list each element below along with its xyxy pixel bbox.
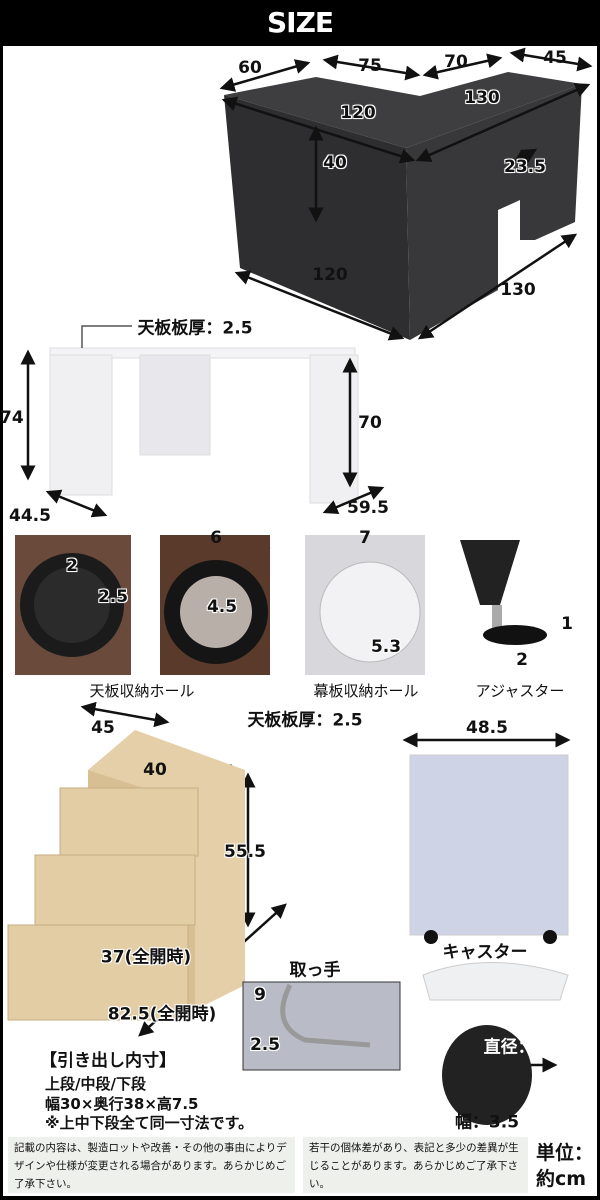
dim-front-right: 130 — [464, 88, 500, 108]
dim-top-left-width: 75 — [358, 56, 382, 76]
caster-width: 幅：3.5 — [454, 1112, 520, 1133]
adjuster-dim-a: 1 — [561, 614, 573, 634]
caption-adjuster: アジャスター — [475, 682, 565, 700]
handle-title: 取っ手 — [289, 960, 341, 981]
side-top-thickness: 天板板厚：2.5 — [137, 318, 253, 339]
side-depth-left: 44.5 — [9, 506, 51, 526]
notice-design-change: 記載の内容は、製造ロットや改善・その他の事由によりデザインや仕様が変更される場合… — [8, 1137, 295, 1193]
side-unit-image — [409, 754, 569, 1125]
dim-front-left: 120 — [340, 103, 376, 123]
caption-panel-hole: 幕板収納ホール — [313, 682, 419, 700]
dimension-arrows — [219, 47, 593, 341]
drawer-inner-note: ※上中下段全て同一寸法です。 — [45, 1114, 254, 1132]
drawer-height: 55.5 — [224, 842, 266, 862]
drawer-depth: 45 — [91, 718, 115, 738]
drawer-unit-image — [7, 730, 245, 1021]
dim-top-right-width: 70 — [444, 52, 468, 72]
caster-diameter: 直径：4 — [483, 1037, 547, 1058]
side-height: 74 — [0, 408, 24, 428]
unit-line2: 約cm — [536, 1168, 587, 1190]
drawer-total-open: 82.5(全開時) — [107, 1004, 217, 1025]
drawer-width: 40 — [143, 760, 167, 780]
adjuster-dim-b: 2 — [516, 650, 528, 670]
handle-photo — [242, 981, 401, 1071]
unit-label: 単位： 約cm — [536, 1140, 593, 1192]
hole2-dim-a: 6 — [210, 528, 222, 548]
drawer-inner-size: 幅30×奥行38×高7.5 — [45, 1095, 199, 1113]
dim-bottom-left: 120 — [312, 265, 348, 285]
hole2-dim-b: 4.5 — [206, 597, 238, 617]
dim-gap-depth: 23.5 — [504, 157, 546, 177]
white-desk-image — [49, 347, 359, 504]
handle-height: 2.5 — [249, 1035, 281, 1055]
handle-length: 9 — [254, 985, 266, 1005]
drawer-inner-levels: 上段/中段/下段 — [45, 1075, 146, 1093]
dim-panel-height: 40 — [323, 153, 347, 173]
caster-title: キャスター — [442, 942, 528, 963]
dim-top-right-depth: 45 — [543, 48, 567, 68]
page-title: SIZE — [0, 0, 600, 46]
hole1-dim-b: 2.5 — [97, 587, 129, 607]
drawer-top-thickness: 天板板厚：2.5 — [247, 710, 363, 731]
side-unit-width: 48.5 — [466, 718, 508, 738]
dim-bottom-right: 130 — [500, 280, 536, 300]
drawer-open-depth: 37(全開時) — [100, 947, 192, 968]
dim-top-left-depth: 60 — [238, 58, 262, 78]
hole1-dim-a: 2 — [66, 556, 78, 576]
hole-photos — [15, 535, 580, 675]
unit-line1: 単位： — [536, 1142, 594, 1164]
drawer-inner-title: 【引き出し内寸】 — [40, 1051, 176, 1071]
hole3-dim-a: 7 — [359, 528, 371, 548]
caption-top-hole: 天板収納ホール — [89, 682, 195, 700]
side-depth-right: 59.5 — [347, 498, 389, 518]
notice-variation: 若干の個体差があり、表記と多少の差異が生じることがあります。あらかじめご了承下さ… — [303, 1137, 528, 1193]
side-inner-height: 70 — [358, 413, 382, 433]
hole3-dim-b: 5.3 — [370, 637, 402, 657]
